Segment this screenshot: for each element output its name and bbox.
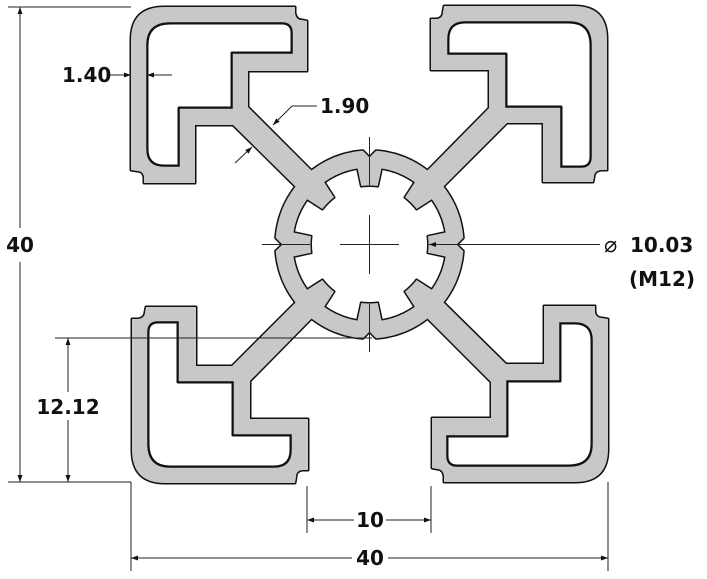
cavity-outline — [447, 21, 592, 168]
dim-label-bore-diameter: 10.03 — [630, 233, 693, 257]
dimension-overall-height: 40 — [6, 6, 131, 483]
dim-label-slot-depth: 12.12 — [36, 395, 99, 419]
dim-label-width: 40 — [356, 546, 384, 570]
dimension-overall-width: 40 — [130, 482, 609, 571]
cavity-outline — [146, 22, 293, 167]
centerlines — [262, 137, 399, 352]
cavity-outline — [147, 321, 292, 468]
dim-label-wall-thickness: 1.40 — [62, 63, 111, 87]
dimension-bore-diameter: ⌀ 10.03 (M12) — [429, 233, 695, 291]
dimension-web-thickness: 1.90 — [234, 94, 369, 164]
dim-label-slot-width: 10 — [356, 508, 384, 532]
dimension-wall-thickness: 1.40 — [62, 63, 172, 87]
cavity-outline — [446, 322, 593, 467]
dimension-slot-width: 10 — [306, 486, 432, 533]
dim-label-bore-thread: (M12) — [629, 267, 695, 291]
diameter-symbol-icon: ⌀ — [604, 233, 617, 258]
profile-body — [131, 6, 608, 483]
dimension-slot-depth: 12.12 — [36, 337, 372, 482]
dim-label-web-thickness: 1.90 — [320, 94, 369, 118]
dim-label-height: 40 — [6, 233, 34, 257]
center-hub — [275, 150, 464, 339]
